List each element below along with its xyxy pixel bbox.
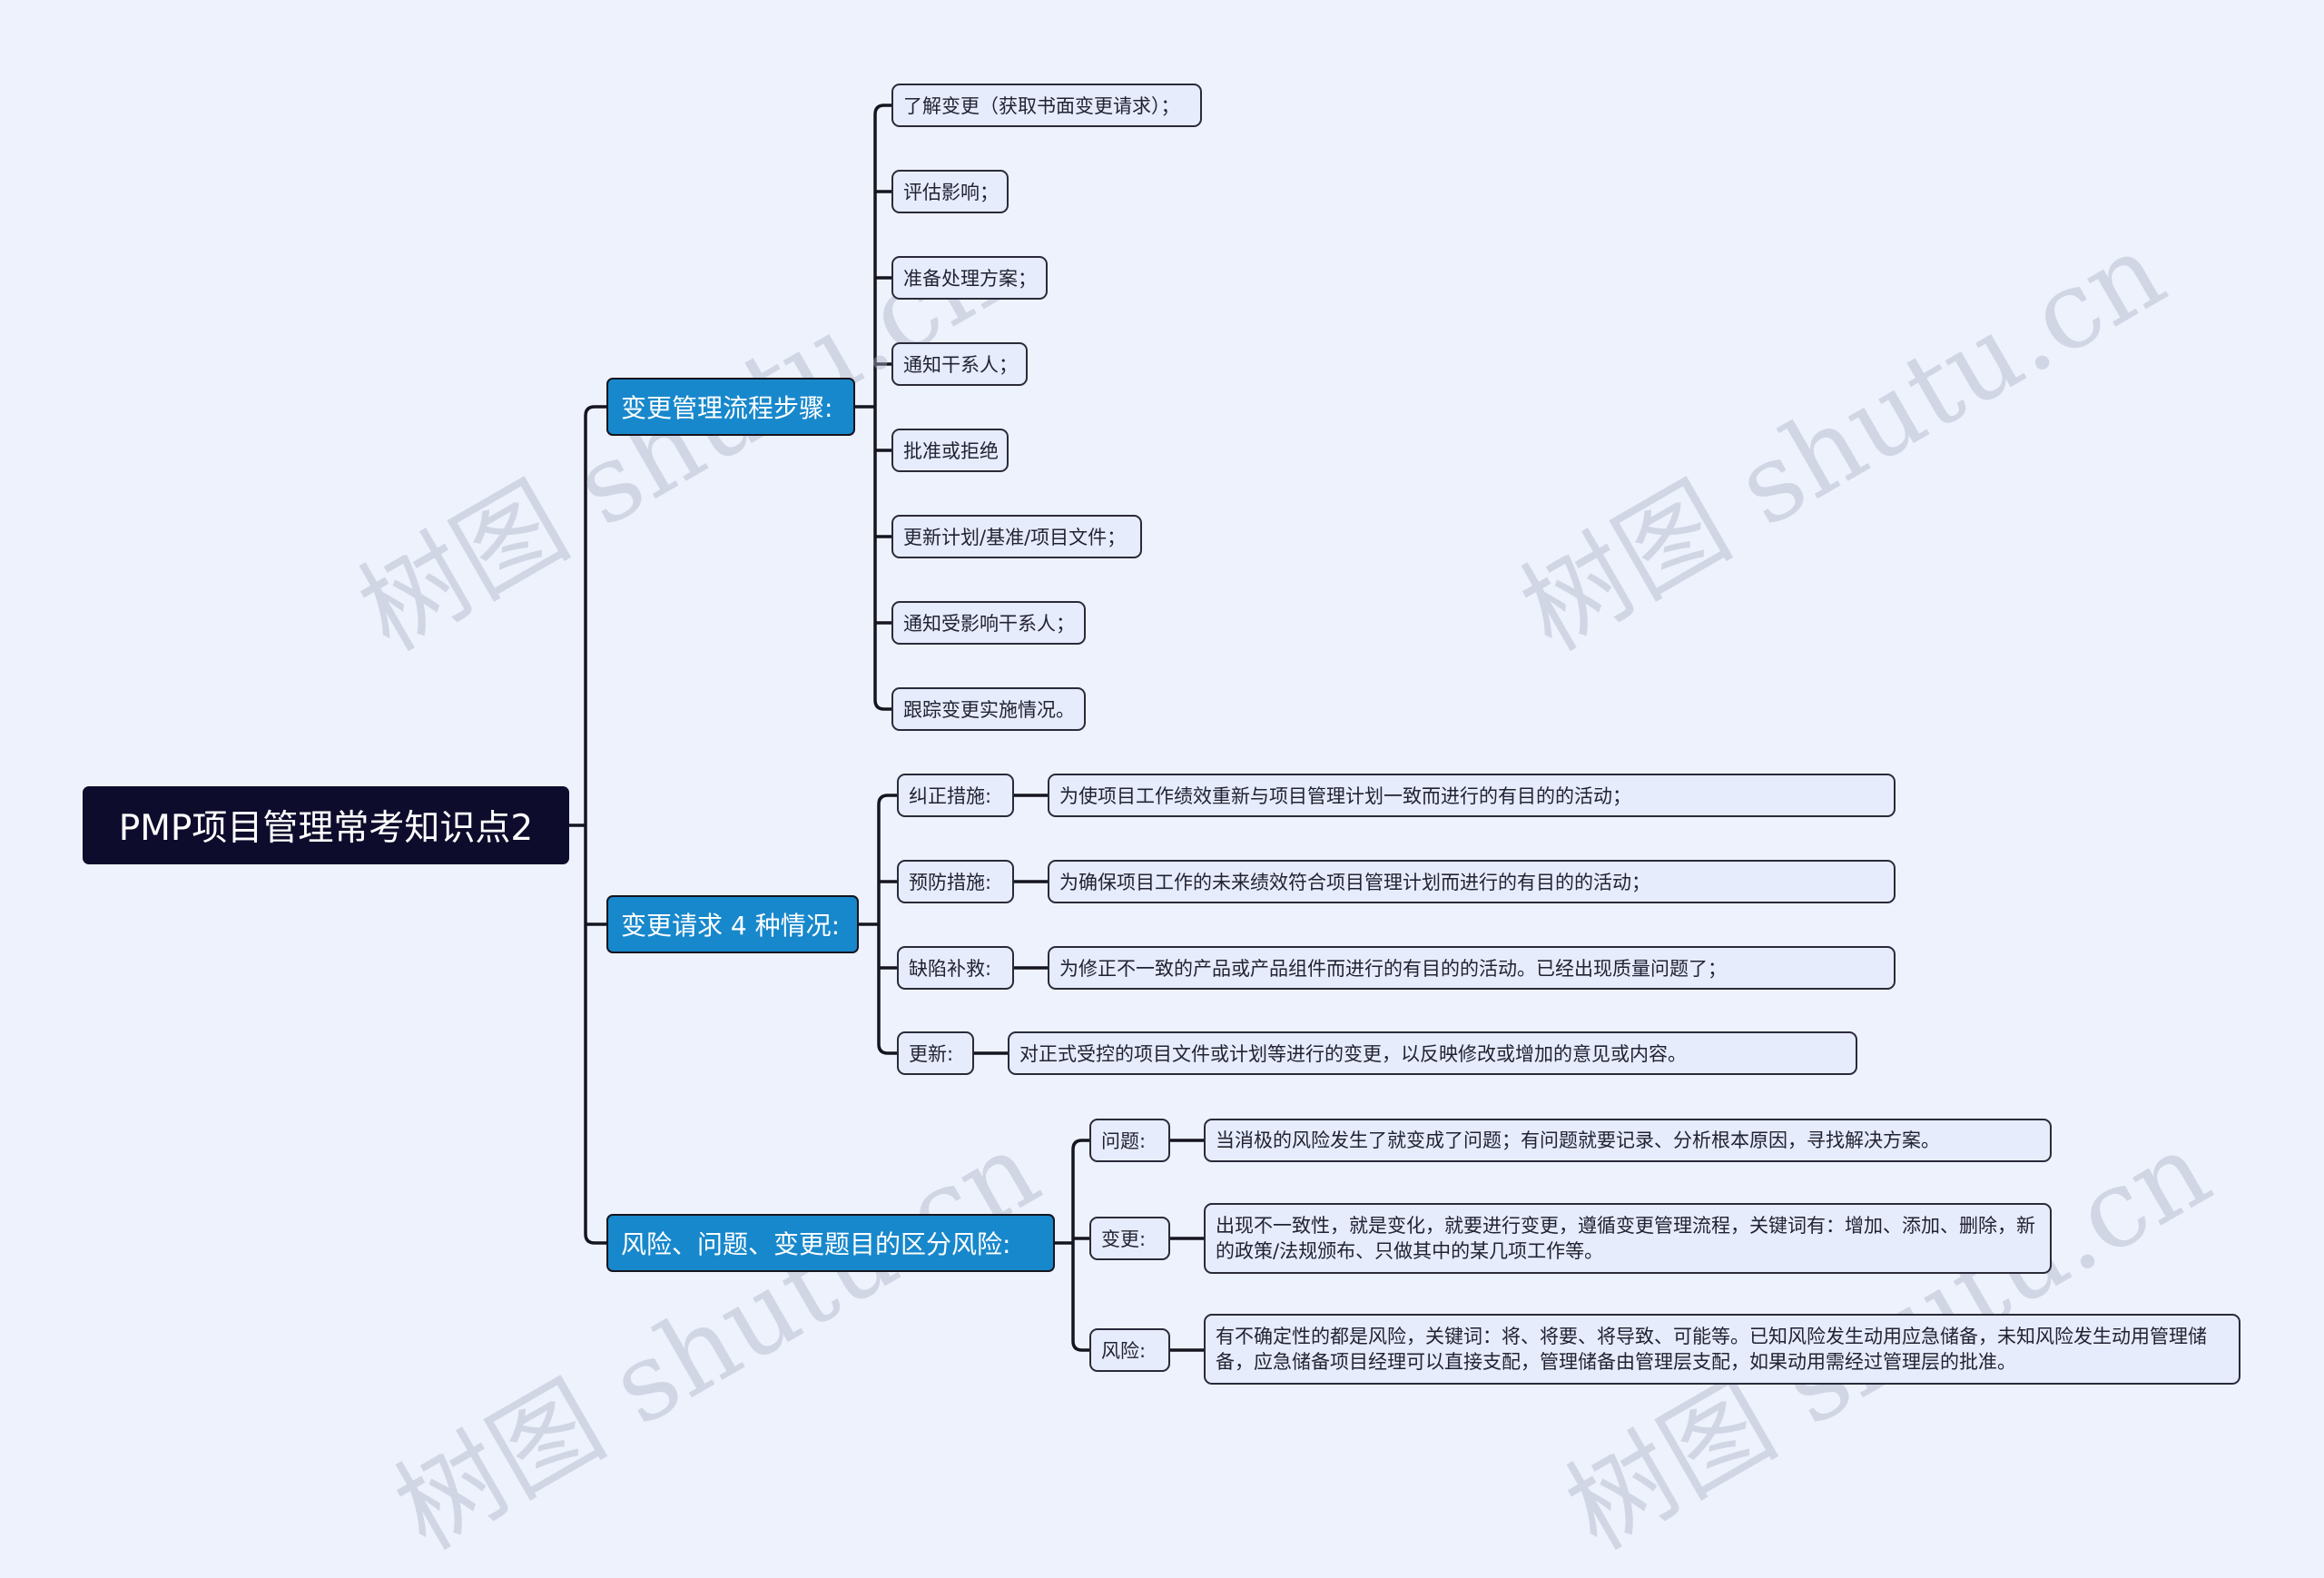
branch-change-requests[interactable]: 变更请求 4 种情况:: [606, 895, 859, 953]
request-type-node[interactable]: 预防措施:: [897, 860, 1014, 903]
connector-branch-1: [853, 104, 893, 711]
connector-branch-2: [857, 794, 899, 1055]
connector-branch-3: [1053, 1139, 1091, 1352]
category-node[interactable]: 变更:: [1089, 1217, 1170, 1260]
step-node[interactable]: 准备处理方案；: [891, 256, 1048, 300]
branch-risk-issue-change[interactable]: 风险、问题、变更题目的区分风险:: [606, 1214, 1055, 1272]
branch-change-process[interactable]: 变更管理流程步骤:: [606, 378, 855, 436]
connector-branch-3-details: [1168, 1139, 1206, 1352]
step-node[interactable]: 评估影响；: [891, 170, 1009, 213]
request-detail-node[interactable]: 为使项目工作绩效重新与项目管理计划一致而进行的有目的的活动；: [1048, 774, 1896, 817]
request-type-node[interactable]: 纠正措施:: [897, 774, 1014, 817]
category-node[interactable]: 风险:: [1089, 1328, 1170, 1372]
step-node[interactable]: 了解变更（获取书面变更请求）；: [891, 84, 1202, 127]
connector-branch-2-details: [972, 794, 1049, 1055]
connector-lines: [567, 104, 1206, 1352]
category-node[interactable]: 问题:: [1089, 1119, 1170, 1162]
category-detail-node[interactable]: 当消极的风险发生了就变成了问题；有问题就要记录、分析根本原因，寻找解决方案。: [1204, 1119, 2052, 1162]
category-detail-node[interactable]: 有不确定性的都是风险，关键词：将、将要、将导致、可能等。已知风险发生动用应急储备…: [1204, 1314, 2240, 1385]
request-type-node[interactable]: 缺陷补救:: [897, 946, 1014, 990]
request-detail-node[interactable]: 为修正不一致的产品或产品组件而进行的有目的的活动。已经出现质量问题了；: [1048, 946, 1896, 990]
step-node[interactable]: 通知干系人；: [891, 342, 1028, 386]
mind-map-canvas: 树图 shutu.cn 树图 shutu.cn 树图 shutu.cn 树图 s…: [83, 84, 2240, 1573]
step-node[interactable]: 批准或拒绝: [891, 429, 1009, 472]
root-node[interactable]: PMP项目管理常考知识点2: [83, 786, 569, 864]
request-detail-node[interactable]: 为确保项目工作的未来绩效符合项目管理计划而进行的有目的的活动；: [1048, 860, 1896, 903]
step-node[interactable]: 更新计划/基准/项目文件；: [891, 515, 1142, 558]
category-detail-node[interactable]: 出现不一致性，就是变化，就要进行变更，遵循变更管理流程，关键词有：增加、添加、删…: [1204, 1203, 2052, 1274]
connector-root-trunk: [567, 405, 608, 1245]
request-type-node[interactable]: 更新:: [897, 1031, 974, 1075]
step-node[interactable]: 通知受影响干系人；: [891, 601, 1086, 645]
step-node[interactable]: 跟踪变更实施情况。: [891, 687, 1086, 731]
request-detail-node[interactable]: 对正式受控的项目文件或计划等进行的变更，以反映修改或增加的意见或内容。: [1008, 1031, 1857, 1075]
